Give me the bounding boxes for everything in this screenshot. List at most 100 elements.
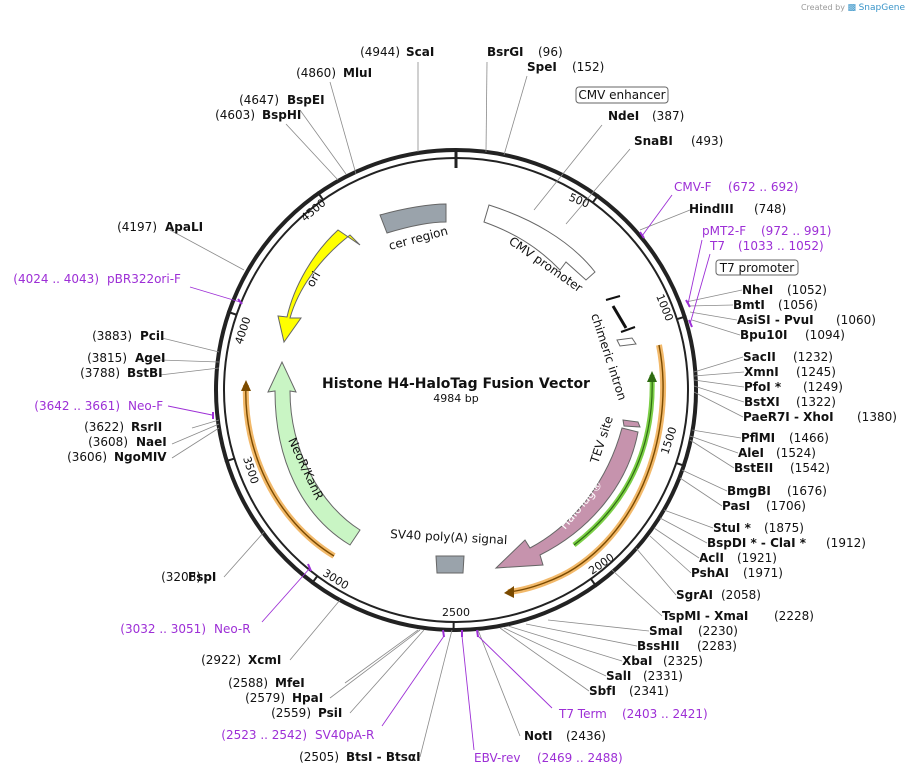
primer-range-ebv-rev: (2469 .. 2488) <box>537 751 623 765</box>
tick-500 <box>591 193 600 204</box>
site-name-bpu10i: Bpu10I <box>740 328 787 342</box>
site-name-xmni: XmnI <box>744 365 779 379</box>
site-pos-pcii: (3883) <box>92 329 132 343</box>
leader-line-3 <box>329 81 357 175</box>
site-name-asisi-pvui: AsiSI - PvuI <box>737 313 814 327</box>
site-pos-asisi-pvui: (1060) <box>836 313 876 327</box>
site-name-hindiii: HindIII <box>689 202 734 216</box>
site-name-tspmi-xmai: TspMI - XmaI <box>662 609 748 623</box>
site-name-bmti: BmtI <box>733 298 765 312</box>
tick-3000 <box>310 575 319 585</box>
site-pos-alei: (1524) <box>776 446 816 460</box>
leader-line-20 <box>693 385 745 403</box>
site-name-scai: ScaI <box>406 45 434 59</box>
leader-line-37 <box>547 619 650 632</box>
tick-label-500: 500 <box>567 191 591 211</box>
site-name-bmgbi: BmgBI <box>727 484 771 498</box>
primer-range-sv40pa-r: (2523 .. 2542) <box>221 728 307 742</box>
feature-sv40-polya: SV40 poly(A) signal <box>390 527 508 547</box>
site-name-sbfi: SbfI <box>589 684 616 698</box>
site-name-nhei: NheI <box>742 283 773 297</box>
leader-line-27 <box>689 439 735 469</box>
leader-line-35 <box>635 547 677 596</box>
leader-line-22 <box>191 419 220 429</box>
primer-leader-8 <box>477 635 553 709</box>
site-pos-hpai: (2579) <box>245 691 285 705</box>
site-pos-bpu10i: (1094) <box>805 328 845 342</box>
tick-label-1000: 1000 <box>653 292 676 323</box>
primer-leader-6 <box>381 635 445 727</box>
site-name-xbai: XbaI <box>622 654 652 668</box>
orf-neo-head <box>241 380 251 391</box>
feature-arrows <box>241 203 667 598</box>
leader-line-32 <box>653 527 700 559</box>
chimeric-intron-bar <box>611 305 628 329</box>
site-name-smai: SmaI <box>649 624 683 638</box>
primer-mark-neo-r <box>307 563 312 572</box>
site-pos-pasi: (1706) <box>766 499 806 513</box>
primer-range-pmt2-f: (972 .. 991) <box>761 224 831 238</box>
site-pos-bsteii: (1542) <box>790 461 830 475</box>
site-labels: (4944) ScaI BsrGI (96) SpeI (152) (4860)… <box>67 45 897 764</box>
cmv-enhancer-box <box>575 86 669 104</box>
site-name-sali: SalI <box>606 669 631 683</box>
site-pos-rsrii: (3622) <box>84 420 124 434</box>
tev-site-block <box>622 419 641 428</box>
site-pos-ngomiv: (3606) <box>67 450 107 464</box>
site-pos-xmni: (1245) <box>796 365 836 379</box>
site-pos-paer7i-xhoi: (1380) <box>857 410 897 424</box>
primer-name-neo-r: Neo-R <box>214 622 251 636</box>
leader-line-33 <box>649 535 692 574</box>
chimeric-intron-cap-bottom <box>620 326 636 333</box>
site-name-snabi: SnaBI <box>634 134 673 148</box>
leader-line-1 <box>485 61 488 153</box>
site-name-xcmi: XcmI <box>248 653 281 667</box>
site-name-sacii: SacII <box>743 350 776 364</box>
site-pos-bstxi: (1322) <box>796 395 836 409</box>
site-name-pflmi: PflMI <box>741 431 775 445</box>
site-name-stui: StuI * <box>713 521 752 535</box>
site-name-pfoi: PfoI * <box>744 380 782 394</box>
primer-mark-cmv-f <box>639 231 645 239</box>
leader-line-21 <box>693 391 744 418</box>
site-pos-tspmi-xmai: (2228) <box>774 609 814 623</box>
leader-line-19 <box>693 379 745 388</box>
ori-arrow <box>277 229 361 344</box>
tick-1000 <box>676 315 687 321</box>
leader-line-8 <box>639 209 691 231</box>
site-pos-spei: (152) <box>572 60 604 74</box>
credit-brand: SnapGene <box>858 3 905 13</box>
site-pos-bstbi: (3788) <box>80 366 120 380</box>
leader-line-29 <box>679 477 723 507</box>
leader-line-16 <box>159 367 220 376</box>
site-name-bsteii: BstEII <box>734 461 773 475</box>
primer-name-sv40pa-r: SV40pA-R <box>315 728 374 742</box>
primer-name-t7: T7 <box>709 239 725 253</box>
site-pos-pshai: (1971) <box>743 566 783 580</box>
map-title: Histone H4-HaloTag Fusion Vector <box>322 376 590 392</box>
site-pos-smai: (2230) <box>698 624 738 638</box>
site-name-fspi: FspI <box>188 570 216 584</box>
site-pos-snabi: (493) <box>691 134 723 148</box>
leader-line-38 <box>525 623 638 647</box>
cmv-promoter-arrow <box>483 204 596 281</box>
site-name-ndei: NdeI <box>608 109 639 123</box>
site-pos-sali: (2331) <box>643 669 683 683</box>
primer-range-t7-term: (2403 .. 2421) <box>622 707 708 721</box>
leader-line-24 <box>171 427 220 459</box>
leader-line-25 <box>691 429 742 439</box>
site-name-agei: AgeI <box>135 351 165 365</box>
orf-halotag-inner-line <box>573 374 653 546</box>
leader-line-28 <box>681 469 728 492</box>
site-name-bsshii: BssHII <box>637 639 679 653</box>
primer-name-pbr322ori-f: pBR322ori-F <box>107 272 181 286</box>
site-pos-noti: (2436) <box>566 729 606 743</box>
site-name-btsi: BtsI - BtsαI <box>346 750 421 764</box>
primer-name-t7-term: T7 Term <box>558 707 607 721</box>
leader-line-17 <box>693 356 744 373</box>
site-name-sgrai: SgrAI <box>676 588 713 602</box>
backbone <box>214 148 698 632</box>
site-name-mlui: MluI <box>343 66 372 80</box>
leader-line-47 <box>419 629 453 758</box>
site-pos-acli: (1921) <box>737 551 777 565</box>
